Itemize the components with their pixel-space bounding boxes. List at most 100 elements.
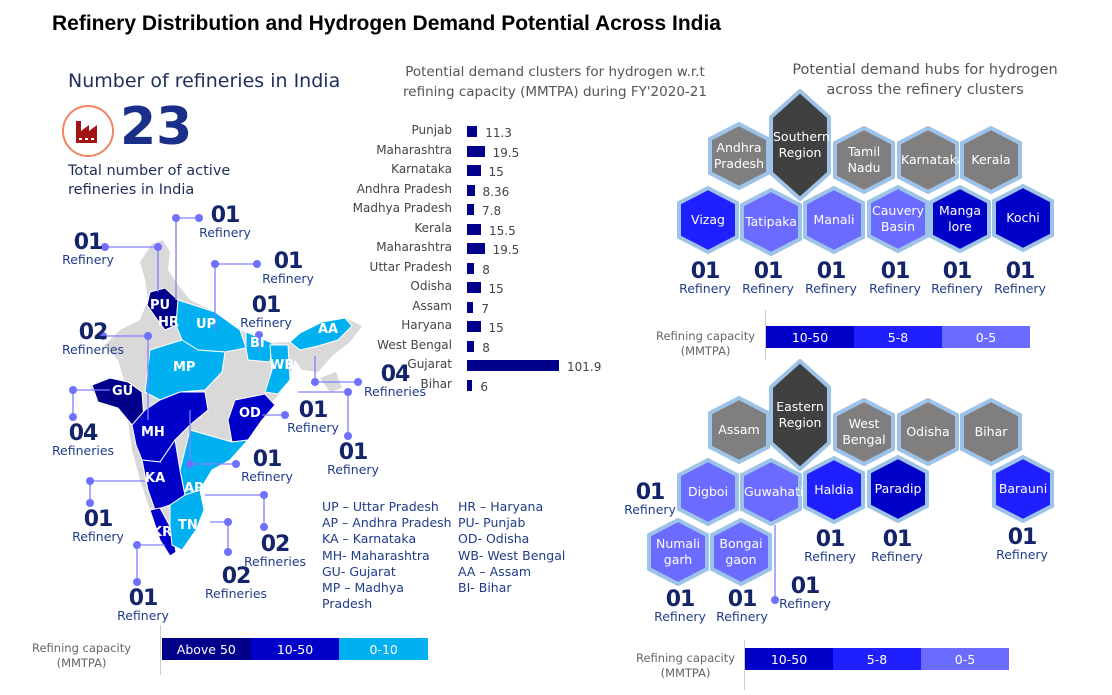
- refinery-label: Refinery: [869, 281, 921, 296]
- hex-label: Tatipaka: [745, 214, 797, 229]
- states: [91, 287, 353, 557]
- bar-category-label: Uttar Pradesh: [369, 259, 452, 274]
- abbreviation: KA – Karnataka: [322, 531, 417, 547]
- abbreviation: MH- Maharashtra: [322, 547, 430, 563]
- refinery-label: Refinery: [871, 549, 923, 564]
- legend-label-line-2: (MMTPA): [680, 344, 731, 358]
- map-state-label: MP: [173, 360, 196, 375]
- refinery-label: Refinery: [262, 271, 314, 286]
- hub-hex: Tatipaka: [740, 188, 802, 256]
- hex-label: Kerala: [971, 152, 1011, 167]
- state-hex: Tamil Nadu: [833, 126, 895, 194]
- legend-label-line-1: Refining capacity: [32, 641, 132, 655]
- bar-category-label: West Bengal: [377, 337, 452, 352]
- refinery-label: Refinery: [241, 469, 293, 484]
- hex-label: Bihar: [974, 424, 1008, 439]
- hub-hex: Barauni: [992, 455, 1054, 523]
- bar: [467, 184, 475, 196]
- hex-label: Manali: [813, 212, 855, 227]
- bar: [467, 126, 478, 137]
- hub-hex: Vizag: [677, 186, 739, 254]
- hex-label: Paradip: [874, 481, 922, 496]
- bar: [467, 204, 475, 215]
- state-hex: Assam: [708, 396, 770, 464]
- legend-5-8: 5-8: [833, 648, 921, 670]
- state-hex: Bihar: [960, 398, 1022, 466]
- refinery-count: 01: [690, 259, 721, 284]
- bar-category-label: Andhra Pradesh: [356, 181, 452, 196]
- hex-label: Odisha: [906, 424, 950, 439]
- total-refineries: 23: [120, 97, 193, 157]
- callout-dots: [69, 214, 362, 586]
- refinery-count: 02: [78, 320, 109, 345]
- hex-label: Cauvery Basin: [872, 203, 924, 234]
- state-hex: West Bengal: [833, 398, 895, 466]
- refinery-label: Refineries: [204, 586, 268, 601]
- refinery-count: 01: [338, 440, 369, 465]
- bar: [467, 145, 485, 157]
- state-tn: [169, 489, 205, 551]
- map-state-label: AP: [184, 481, 204, 496]
- legend-5-8: 5-8: [854, 326, 942, 348]
- hub-hex: Paradip: [867, 455, 929, 523]
- refinery-label: Refinery: [805, 281, 857, 296]
- refinery-count: 04: [68, 421, 99, 446]
- refinery-label: Refinery: [931, 281, 983, 296]
- refinery-label: Refinery: [199, 225, 251, 240]
- bar-category-label: Kerala: [414, 220, 452, 235]
- india-map: [69, 214, 362, 586]
- refinery-label: Refineries: [51, 443, 115, 458]
- bar: [467, 321, 481, 332]
- hub-hex: Cauvery Basin: [867, 185, 929, 253]
- bar-category-label: Madhya Pradesh: [352, 201, 452, 215]
- refinery-label: Refineries: [61, 342, 125, 357]
- refinery-label: Refinery: [804, 549, 856, 564]
- state-hex: Kerala: [960, 126, 1022, 194]
- abbreviation: Pradesh: [322, 596, 373, 612]
- hex-label: Southern Region: [773, 129, 830, 160]
- refinery-count: 01: [210, 203, 241, 228]
- refinery-label: Refinery: [716, 609, 768, 624]
- hub-hex: Haldia: [803, 456, 865, 524]
- bar-value-label: 7: [481, 301, 489, 316]
- hex-label: Assam: [718, 422, 760, 437]
- hex-label: West Bengal: [842, 416, 886, 447]
- refinery-count: 01: [815, 527, 846, 552]
- bar-value-label: 8: [482, 340, 490, 355]
- hex-label: Barauni: [998, 481, 1048, 496]
- hex-label: Guwahati: [744, 484, 804, 499]
- legend-0-5: 0-5: [942, 326, 1030, 348]
- map-state-label: KR: [152, 525, 173, 540]
- refinery-count: 01: [880, 259, 911, 284]
- bar-value-label: 101.9: [567, 360, 602, 374]
- state-od: [227, 393, 276, 443]
- bar-category-label: Maharashtra: [376, 240, 452, 254]
- refinery-label: Refinery: [996, 547, 1048, 562]
- hub-hex: Manali: [803, 186, 865, 254]
- bar: [467, 301, 474, 313]
- legend-above-50: Above 50: [162, 638, 251, 660]
- refinery-count: 01: [942, 259, 973, 284]
- hex-label: Digboi: [687, 484, 729, 499]
- chart-title-line-1: Potential demand clusters for hydrogen w…: [405, 64, 705, 80]
- hub-hex: Numali garh: [647, 518, 709, 586]
- bar-value-label: 15.5: [488, 223, 516, 238]
- abbreviation: WB- West Bengal: [458, 547, 566, 563]
- total-caption-2: refineries in India: [68, 182, 195, 198]
